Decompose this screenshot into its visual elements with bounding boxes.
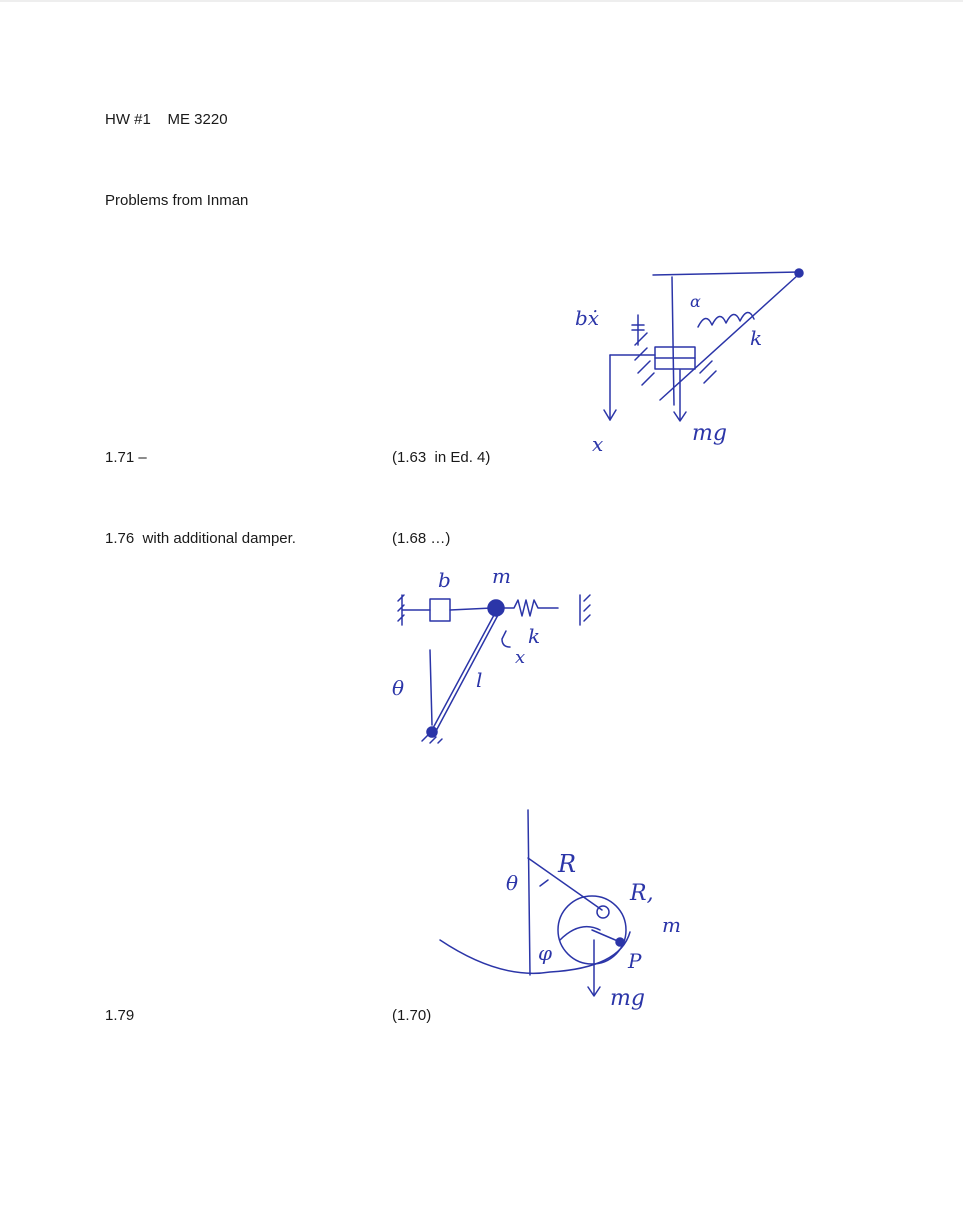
label-m: m	[492, 564, 511, 588]
page-top-edge	[0, 0, 963, 2]
sketch-problem-2: b m k x θ l	[392, 564, 591, 744]
label-alpha: α	[690, 292, 701, 311]
problem-1-number: 1.71 –	[105, 449, 147, 466]
label-k: k	[750, 326, 762, 350]
label-R-small: R,	[629, 881, 654, 906]
label-x: x	[592, 432, 603, 456]
label-theta: θ	[506, 871, 518, 895]
label-l: l	[476, 668, 482, 692]
label-mg: mg	[692, 421, 727, 446]
problem-3-number: 1.79	[105, 1007, 135, 1024]
problem-1-edition-ref: (1.63 in Ed. 4)	[392, 449, 491, 466]
label-mg: mg	[610, 986, 645, 1011]
problem-2-number: 1.76 with additional damper.	[105, 530, 296, 547]
label-theta: θ	[392, 676, 404, 700]
label-b: b	[438, 568, 451, 592]
label-P: P	[627, 949, 642, 973]
problem-3-edition-ref: (1.70)	[392, 1007, 432, 1024]
problem-2-edition-ref: (1.68 …)	[392, 530, 451, 547]
intro-text: Problems from Inman	[105, 192, 249, 209]
page-title: HW #1 ME 3220	[105, 111, 228, 128]
label-phi: φ	[538, 941, 552, 965]
label-bx-dot: bẋ	[575, 306, 599, 330]
sketch-problem-3: θ R R, m φ P mg	[439, 809, 681, 1011]
label-x: x	[515, 647, 525, 668]
label-m: m	[662, 913, 681, 937]
sketch-problem-1: bẋ α k x mg	[575, 268, 804, 456]
label-k: k	[528, 624, 540, 648]
label-R: R	[557, 850, 576, 878]
